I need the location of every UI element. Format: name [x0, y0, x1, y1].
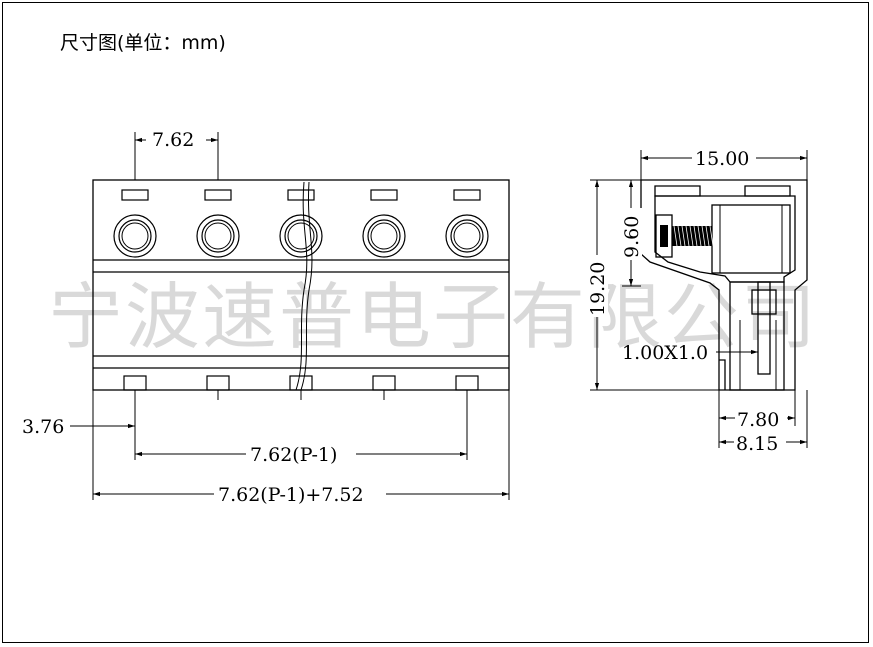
- top-slot: [204, 189, 232, 201]
- pin: [757, 281, 771, 375]
- screw-hole: [113, 214, 157, 258]
- screw: [672, 226, 712, 246]
- bottom-tab: [289, 375, 313, 391]
- width-label: 15.00: [695, 148, 749, 170]
- top-slots: [121, 189, 481, 201]
- base-width-label: 8.15: [736, 433, 778, 455]
- pin-label: 1.00X1.0: [622, 342, 708, 364]
- clamp-block: [711, 204, 791, 274]
- bottom-tab: [455, 375, 479, 391]
- bottom-tabs: [123, 375, 479, 391]
- height-label: 19.20: [587, 262, 609, 316]
- span-label: 7.62(P-1): [250, 444, 337, 466]
- side-view: 15.00 19.20 9.60 1.00X1.0 7.80 8.15: [586, 147, 808, 455]
- bottom-tab: [123, 375, 147, 391]
- wire: [295, 181, 308, 391]
- page-title: 尺寸图(单位：mm): [60, 32, 226, 54]
- screw-holes: [113, 214, 489, 258]
- edge-offset-label: 3.76: [22, 416, 64, 438]
- pin-extension-lines: [134, 390, 468, 400]
- screw-hole: [445, 214, 489, 258]
- screw-hole: [196, 214, 240, 258]
- total-label: 7.62(P-1)+7.52: [218, 484, 364, 506]
- pitch-label: 7.62: [152, 129, 194, 151]
- watermark-text: 宁波速普电子有限公司: [48, 275, 818, 359]
- front-view: 7.62 3.76 7.62(P-1) 7.62(P-1)+7.52: [22, 128, 510, 506]
- top-slot: [121, 189, 149, 201]
- upper-label: 9.60: [621, 216, 643, 258]
- bottom-tab: [206, 375, 230, 391]
- top-slot: [453, 189, 481, 201]
- top-slot: [287, 189, 315, 201]
- screw-hole: [279, 214, 323, 258]
- top-slot: [370, 189, 398, 201]
- bottom-tab: [372, 375, 396, 391]
- pin-width-label: 7.80: [737, 409, 779, 431]
- screw-hole: [362, 214, 406, 258]
